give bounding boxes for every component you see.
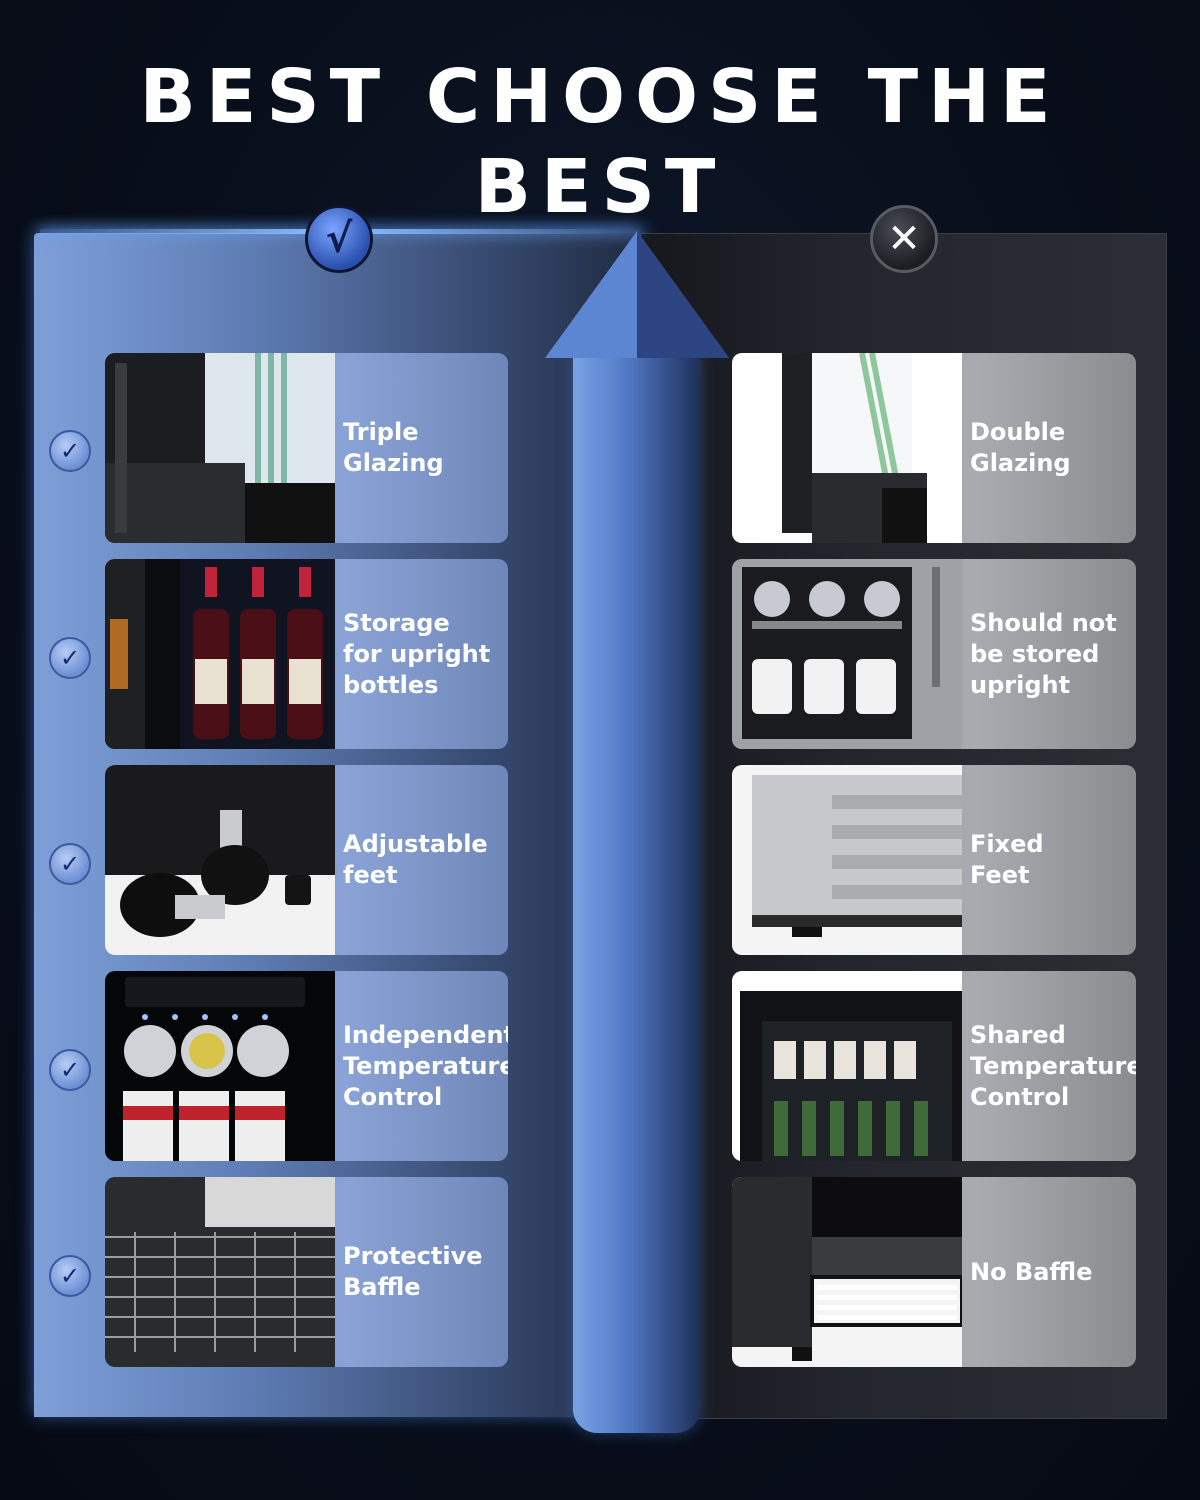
- feature-card-adjustable-feet: Adjustable feet: [105, 765, 508, 955]
- check-icon: ✓: [49, 843, 91, 885]
- feature-card-protective-baffle: Protective Baffle: [105, 1177, 508, 1367]
- check-icon: ✓: [49, 1255, 91, 1297]
- feature-label: Should not be stored upright: [970, 608, 1117, 699]
- feature-label: Shared Temperature Control: [970, 1020, 1136, 1111]
- adjustable-feet-image: [105, 765, 335, 955]
- feature-card-fixed-feet: Fixed Feet: [732, 765, 1136, 955]
- feature-label: Triple Glazing: [343, 418, 444, 477]
- check-icon: √: [305, 205, 373, 273]
- no-baffle-image: [732, 1177, 962, 1367]
- feature-label: Fixed Feet: [970, 830, 1044, 889]
- feature-card-shared-temp: Shared Temperature Control: [732, 971, 1136, 1161]
- check-icon: ✓: [49, 1049, 91, 1091]
- up-arrow-shaft: [573, 355, 700, 1433]
- feature-label: Protective Baffle: [343, 1242, 483, 1301]
- page-title: BEST CHOOSE THE BEST: [139, 54, 1061, 230]
- feature-label: Independent Temperature Control: [343, 1020, 508, 1111]
- single-zone-fridge-image: [732, 971, 962, 1161]
- upright-wine-bottles-image: [105, 559, 335, 749]
- up-arrow-head-shade: [637, 231, 729, 358]
- feature-card-double-glazing: Double Glazing: [732, 353, 1136, 543]
- dual-zone-fridge-image: [105, 971, 335, 1161]
- fixed-feet-image: [732, 765, 962, 955]
- feature-card-triple-glazing: Triple Glazing: [105, 353, 508, 543]
- feature-card-not-upright: Should not be stored upright: [732, 559, 1136, 749]
- feature-label: Storage for upright bottles: [343, 608, 491, 699]
- protective-baffle-image: [105, 1177, 335, 1367]
- feature-label: No Baffle: [970, 1257, 1093, 1286]
- feature-label: Adjustable feet: [343, 830, 488, 889]
- feature-card-no-baffle: No Baffle: [732, 1177, 1136, 1367]
- check-icon: ✓: [49, 637, 91, 679]
- feature-card-upright-storage: Storage for upright bottles: [105, 559, 508, 749]
- lying-cans-fridge-image: [732, 559, 962, 749]
- check-icon: ✓: [49, 430, 91, 472]
- close-icon: ✕: [870, 205, 938, 273]
- feature-label: Double Glazing: [970, 418, 1071, 477]
- feature-card-independent-temp: Independent Temperature Control: [105, 971, 508, 1161]
- triple-glazing-window-image: [105, 353, 335, 543]
- double-glazing-window-image: [732, 353, 962, 543]
